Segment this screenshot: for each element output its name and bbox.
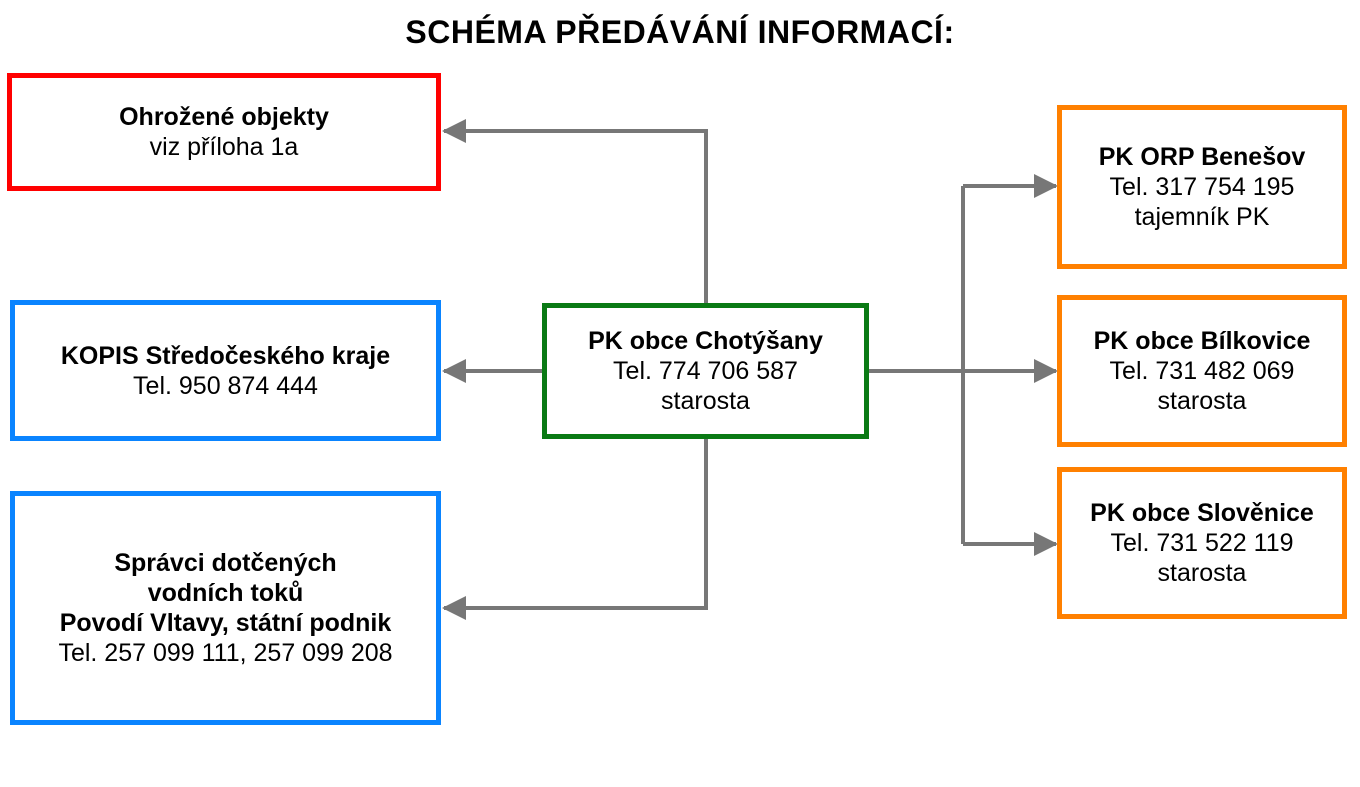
box-slovenice: PK obce Slověnice Tel. 731 522 119 staro… bbox=[1057, 467, 1347, 619]
bilkovice-role: starosta bbox=[1157, 387, 1247, 415]
water-managers-line3: Povodí Vltavy, státní podnik bbox=[59, 609, 392, 637]
slovenice-role: starosta bbox=[1157, 559, 1247, 587]
water-managers-phone: Tel. 257 099 111, 257 099 208 bbox=[58, 639, 393, 667]
arrow-to-threatened-objects bbox=[442, 119, 708, 304]
threatened-objects-name: Ohrožené objekty bbox=[119, 103, 329, 131]
water-managers-line1: Správci dotčených bbox=[114, 549, 337, 577]
slovenice-phone: Tel. 731 522 119 bbox=[1110, 529, 1294, 557]
box-threatened-objects: Ohrožené objekty viz příloha 1a bbox=[7, 73, 441, 191]
box-bilkovice: PK obce Bílkovice Tel. 731 482 069 staro… bbox=[1057, 295, 1347, 447]
benesov-role: tajemník PK bbox=[1134, 203, 1270, 231]
box-water-managers: Správci dotčených vodních toků Povodí Vl… bbox=[10, 491, 441, 725]
benesov-name: PK ORP Benešov bbox=[1098, 143, 1306, 171]
kopis-phone: Tel. 950 874 444 bbox=[133, 371, 318, 400]
benesov-phone: Tel. 317 754 195 bbox=[1109, 173, 1295, 201]
arrow-to-water-managers bbox=[442, 438, 708, 620]
kopis-name: KOPIS Středočeského kraje bbox=[60, 341, 391, 370]
slovenice-name: PK obce Slověnice bbox=[1090, 499, 1314, 527]
box-center-chotysany: PK obce Chotýšany Tel. 774 706 587 staro… bbox=[542, 303, 869, 439]
water-managers-line2: vodních toků bbox=[147, 579, 304, 607]
box-benesov: PK ORP Benešov Tel. 317 754 195 tajemník… bbox=[1057, 105, 1347, 269]
bilkovice-phone: Tel. 731 482 069 bbox=[1109, 357, 1295, 385]
diagram-title: SCHÉMA PŘEDÁVÁNÍ INFORMACÍ: bbox=[405, 14, 955, 50]
bilkovice-name: PK obce Bílkovice bbox=[1093, 327, 1311, 355]
threatened-objects-note: viz příloha 1a bbox=[149, 133, 299, 161]
center-name: PK obce Chotýšany bbox=[588, 327, 823, 355]
box-kopis: KOPIS Středočeského kraje Tel. 950 874 4… bbox=[10, 300, 441, 441]
center-phone: Tel. 774 706 587 bbox=[613, 357, 798, 385]
center-role: starosta bbox=[661, 387, 750, 415]
